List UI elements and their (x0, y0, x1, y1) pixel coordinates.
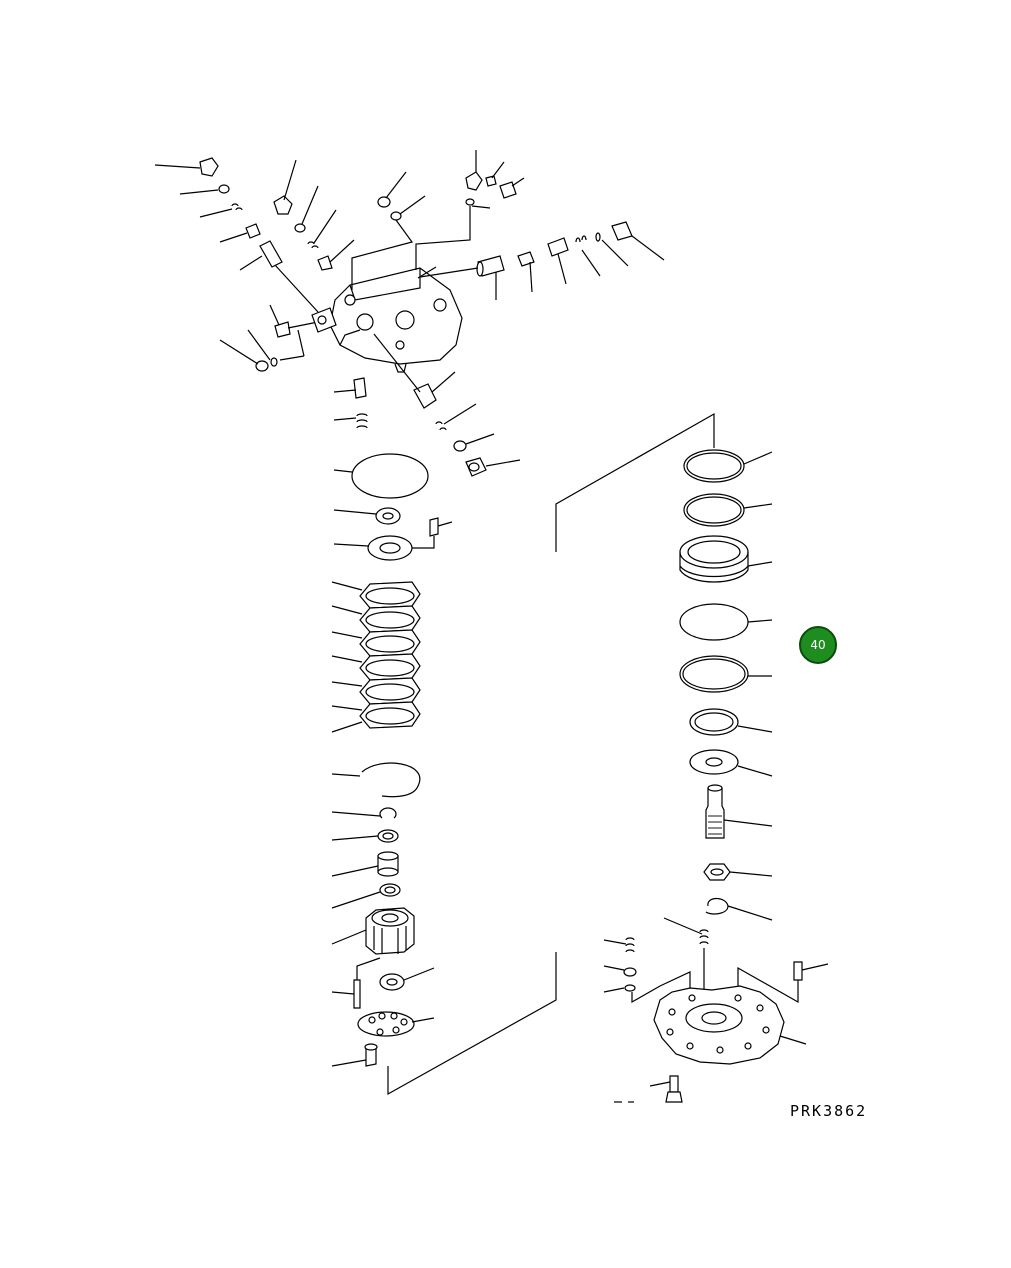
oring-relief (453, 433, 495, 452)
oring-right-4 (679, 655, 772, 693)
snap-ring-large (331, 762, 421, 798)
piston (331, 1043, 378, 1067)
spring-small-1 (199, 203, 243, 218)
large-oring-left (333, 453, 429, 499)
relief-cap (465, 457, 521, 477)
callout-label: 40 (810, 638, 826, 652)
plug-4 (377, 171, 407, 208)
friction-plate-stack (331, 581, 421, 733)
spring-center-right (663, 917, 709, 1000)
washer-small-1 (331, 829, 399, 843)
oring-small-1 (179, 184, 230, 195)
small-cap-1 (517, 251, 535, 293)
plug-2 (219, 329, 305, 372)
snap-ring-small (331, 807, 397, 819)
plug-5 (611, 221, 665, 261)
small-pin-top (415, 198, 491, 270)
oring-right-1 (683, 449, 773, 483)
oring-right-small (603, 971, 691, 1004)
bearing-small (333, 507, 401, 525)
dowel-pin-left (404, 517, 453, 549)
seal-housing (679, 535, 773, 583)
plug-bolt-1 (311, 307, 337, 333)
spring-relief (435, 403, 477, 431)
spherical-bushing (379, 967, 435, 991)
poppet-3 (547, 237, 569, 285)
end-cover (653, 985, 807, 1065)
washer-small-2 (331, 883, 401, 909)
fitting-plug-1 (154, 157, 219, 177)
bearing-large (333, 535, 413, 561)
spring-under-body (333, 413, 368, 429)
oring-small-4 (595, 232, 629, 267)
oring-small-2 (294, 185, 319, 233)
drive-shaft (705, 784, 773, 839)
poppet-2 (317, 239, 355, 271)
spool-1 (239, 240, 319, 313)
valve-body (329, 267, 463, 373)
oring-right-2 (683, 493, 773, 527)
long-pin (331, 957, 381, 1009)
small-nut-2 (499, 177, 525, 199)
plug-3 (273, 159, 297, 215)
spring-stack-right (603, 937, 635, 953)
drawing-reference-code: PRK3862 (790, 1102, 868, 1120)
poppet-1 (219, 223, 261, 243)
pin-under-body (333, 377, 367, 399)
bolt-small-1 (269, 304, 319, 338)
cylinder-block (331, 907, 415, 955)
cover-bolt (614, 1075, 683, 1103)
oring-small-3 (351, 195, 426, 290)
spline-nut (703, 863, 773, 881)
spring-small-2 (307, 209, 337, 249)
elbow-fitting (465, 150, 483, 191)
retainer-plate (357, 1011, 435, 1037)
spring-small-3 (575, 235, 601, 277)
plunger-1 (417, 255, 505, 300)
snap-ring-right (705, 897, 773, 921)
callout-marker[interactable]: 40 (799, 626, 837, 664)
dowel-pin-right (737, 961, 829, 1004)
oring-right-3 (679, 603, 773, 641)
collar (331, 851, 399, 877)
washer-right-1 (603, 965, 637, 977)
oring-right-5 (689, 708, 773, 736)
relief-plug-1 (373, 333, 456, 409)
small-nut-1 (485, 161, 505, 187)
bracket-left-lower (387, 952, 557, 1096)
thrust-plate (689, 749, 773, 777)
bracket-right-upper (555, 412, 715, 552)
